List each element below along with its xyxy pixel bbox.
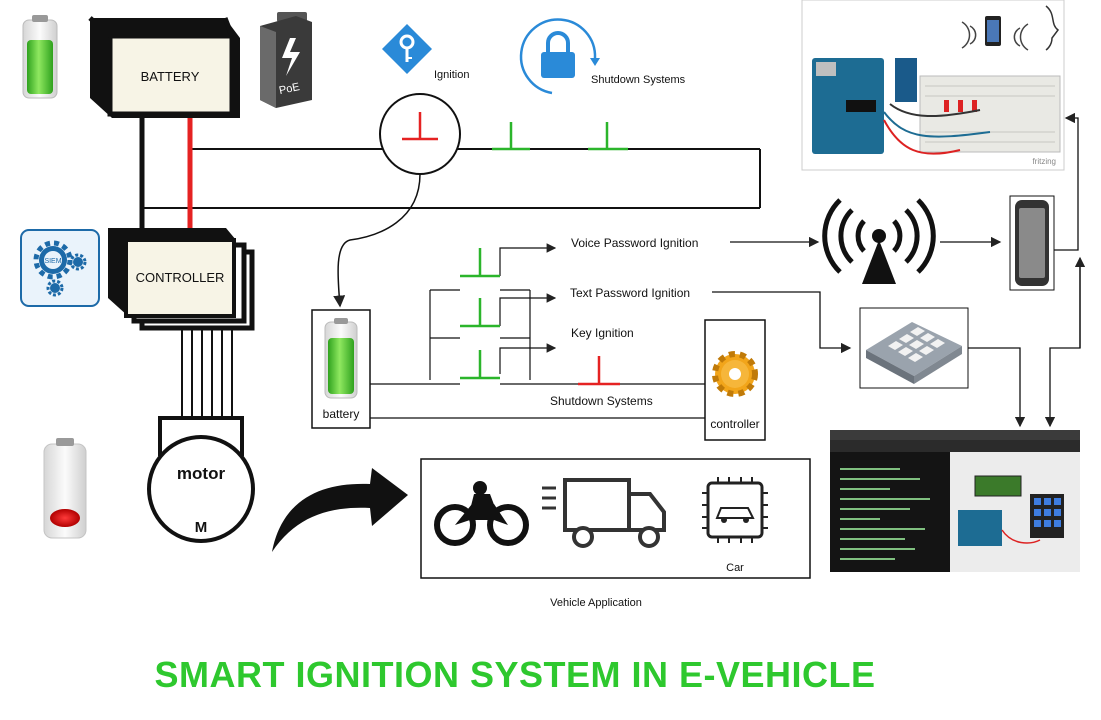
poe-label: PoE bbox=[278, 81, 301, 97]
shutdown-top-label: Shutdown Systems bbox=[591, 74, 686, 86]
smartphone-icon bbox=[1009, 195, 1055, 291]
green-switch-key bbox=[460, 350, 500, 380]
controller-small: controller bbox=[704, 319, 766, 441]
gear-icon bbox=[712, 351, 758, 397]
top-wiring bbox=[139, 118, 761, 232]
simulator-screenshot bbox=[830, 430, 1080, 572]
lock-icon bbox=[519, 18, 600, 95]
green-switch-text bbox=[460, 298, 500, 328]
battery-block: BATTERY bbox=[88, 16, 240, 118]
battery-low-icon bbox=[43, 438, 87, 539]
text-arrow bbox=[712, 291, 852, 354]
wireless-tower-icon bbox=[822, 198, 936, 284]
battery-box-label: BATTERY bbox=[141, 69, 200, 84]
siem-gear-icon: SIEM bbox=[20, 229, 100, 307]
poe-battery-icon: PoE bbox=[260, 12, 312, 108]
fritzing-label: fritzing bbox=[1032, 157, 1056, 166]
battery-full-icon bbox=[22, 15, 58, 99]
green-switch-top-2 bbox=[588, 122, 628, 151]
keypad-to-sim-arrow bbox=[968, 347, 1026, 428]
phone-to-board-arrow bbox=[1054, 112, 1079, 251]
controller-block: CONTROLLER bbox=[108, 228, 255, 331]
key-icon bbox=[382, 24, 432, 74]
fritzing-board-image: fritzing bbox=[801, 0, 1065, 171]
car-chip-icon bbox=[702, 477, 768, 543]
car-label: Car bbox=[726, 562, 744, 574]
motor: motor M bbox=[147, 416, 255, 543]
keypad-icon bbox=[859, 307, 969, 389]
text-label: Text Password Ignition bbox=[570, 286, 690, 300]
vehicle-application: Car bbox=[420, 458, 811, 579]
motor-bus bbox=[181, 330, 233, 420]
motor-label: motor bbox=[177, 464, 226, 483]
truck-icon bbox=[542, 478, 666, 548]
ignition-ladder bbox=[370, 243, 705, 419]
controller-box-label: CONTROLLER bbox=[136, 270, 225, 285]
battery-small-label: battery bbox=[323, 407, 360, 421]
controller-small-label: controller bbox=[710, 417, 759, 431]
red-switch-shutdown bbox=[578, 356, 620, 386]
page-title: SMART IGNITION SYSTEM IN E-VEHICLE bbox=[154, 654, 876, 695]
siem-label: SIEM bbox=[44, 258, 61, 265]
green-switch-voice bbox=[460, 248, 500, 278]
shutdown-mid-label: Shutdown Systems bbox=[550, 394, 653, 408]
motor-m-label: M bbox=[195, 519, 208, 536]
vehicle-app-label: Vehicle Application bbox=[550, 597, 642, 609]
battery-small: battery bbox=[311, 309, 371, 429]
key-label: Key Ignition bbox=[571, 326, 634, 340]
voice-label: Voice Password Ignition bbox=[571, 236, 698, 250]
curved-arrow-icon bbox=[272, 468, 408, 552]
ignition-label: Ignition bbox=[434, 69, 469, 81]
green-switch-top-1 bbox=[492, 122, 530, 151]
ignition-to-battery-wire bbox=[333, 173, 421, 308]
ignition-switch bbox=[379, 93, 461, 175]
motorcycle-icon bbox=[434, 481, 529, 546]
